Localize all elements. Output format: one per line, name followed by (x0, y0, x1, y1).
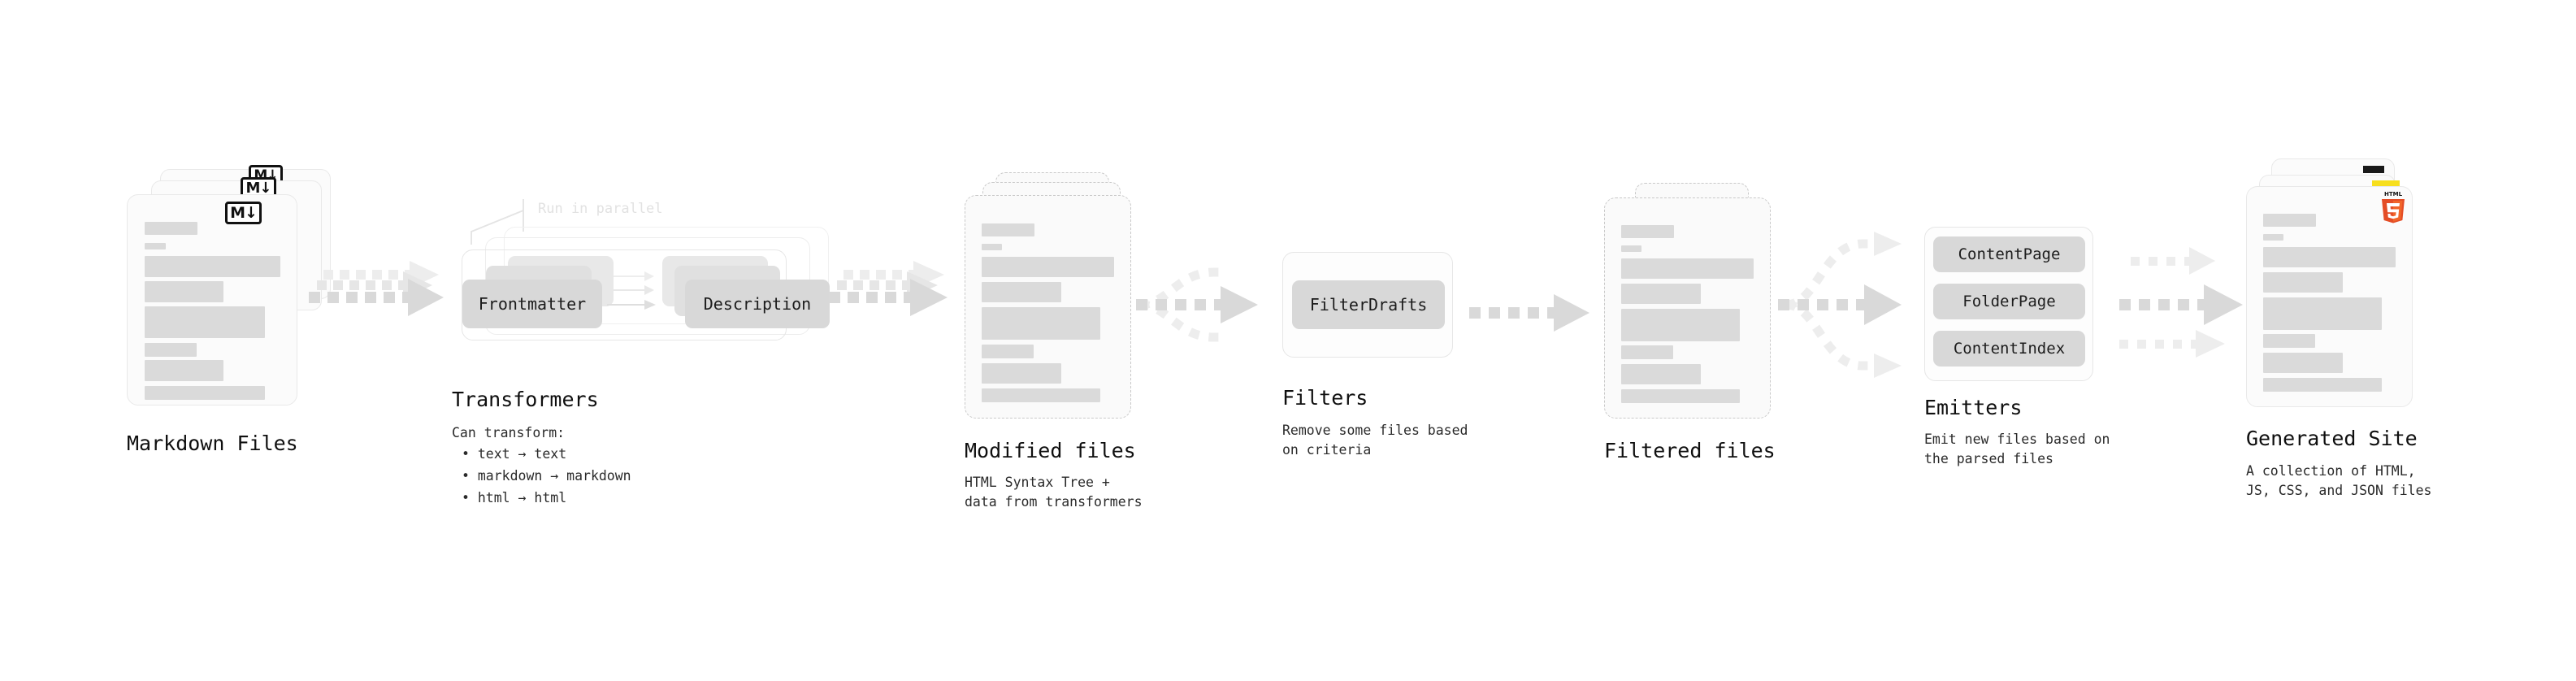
doc-line (2263, 234, 2283, 241)
doc-line (982, 363, 1061, 384)
transformers-bullet-0: • text → text (462, 446, 567, 462)
stage-caption-modified-files: HTML Syntax Tree + data from transformer… (965, 475, 1143, 510)
transformer-pill-description[interactable]: Description (685, 280, 830, 328)
doc-line (145, 360, 223, 381)
stage-caption-generated-site: A collection of HTML, JS, CSS, and JSON … (2246, 463, 2432, 498)
transformers-bullet-2: • html → html (462, 490, 567, 505)
doc-line (1621, 258, 1754, 279)
flow-arrow-transformers-to-modified (829, 261, 959, 349)
stage-title-markdown-files: Markdown Files (127, 432, 298, 455)
doc-line (145, 306, 265, 338)
html5-icon: HTML (2379, 189, 2407, 223)
stage-title-generated-site: Generated Site (2246, 427, 2418, 450)
filtered-file-card-front (1604, 197, 1771, 419)
generated-file-card-html (2246, 186, 2413, 407)
doc-line (1621, 345, 1673, 359)
stage-caption-emitters: Emit new files based on the parsed files (1924, 432, 2110, 466)
doc-line (1621, 284, 1701, 304)
doc-line (145, 386, 265, 400)
doc-line (1621, 245, 1641, 252)
stage-title-filtered-files: Filtered files (1604, 439, 1776, 462)
doc-line (982, 388, 1100, 402)
doc-line (145, 281, 223, 302)
doc-line (2263, 272, 2343, 293)
doc-line (2263, 353, 2343, 373)
doc-line (2263, 334, 2315, 348)
markdown-icon: M↓ (225, 202, 262, 224)
doc-line (2263, 378, 2382, 392)
doc-line (1621, 225, 1674, 238)
doc-line (1621, 389, 1740, 403)
doc-line (2263, 297, 2382, 330)
emitter-pill-contentpage[interactable]: ContentPage (1933, 236, 2085, 272)
svg-text:HTML: HTML (2384, 191, 2403, 197)
doc-line (1621, 364, 1701, 384)
doc-line (982, 307, 1100, 340)
doc-line (982, 257, 1114, 277)
markdown-file-card-front (127, 194, 297, 406)
stage-title-emitters: Emitters (1924, 396, 2023, 419)
doc-line (982, 345, 1034, 358)
modified-file-card-front (965, 195, 1131, 419)
doc-line (982, 223, 1034, 236)
flow-arrow-filters-to-filtered (1469, 293, 1591, 333)
emitter-pill-folderpage[interactable]: FolderPage (1933, 284, 2085, 319)
flow-arrow-emitters-to-site (2119, 236, 2257, 374)
transformers-internal-arrows (607, 268, 703, 333)
flow-arrow-markdown-to-transformers (309, 261, 447, 349)
doc-line (145, 243, 166, 249)
doc-line (1621, 309, 1740, 341)
stage-title-filters: Filters (1282, 386, 1368, 410)
doc-line (145, 256, 280, 277)
doc-line (982, 282, 1061, 302)
filter-pill-filterdrafts[interactable]: FilterDrafts (1292, 280, 1445, 329)
emitter-pill-contentindex[interactable]: ContentIndex (1933, 331, 2085, 367)
flow-arrow-filtered-to-emitters (1778, 232, 1916, 378)
run-in-parallel-label: Run in parallel (538, 201, 663, 217)
stage-title-modified-files: Modified files (965, 439, 1136, 462)
doc-line (2263, 214, 2316, 227)
doc-line (145, 222, 197, 235)
stage-title-transformers: Transformers (452, 388, 599, 411)
transformers-bullet-1: • markdown → markdown (462, 468, 631, 484)
stage-caption-filters: Remove some files based on criteria (1282, 423, 1468, 458)
flow-arrow-modified-to-filters (1136, 267, 1266, 342)
doc-line (982, 244, 1002, 250)
transformer-pill-frontmatter[interactable]: Frontmatter (462, 280, 602, 328)
run-in-parallel-bracket (470, 197, 567, 246)
doc-line (145, 343, 197, 357)
stage-caption-transformers: Can transform: (452, 425, 566, 440)
doc-line (2263, 247, 2396, 267)
